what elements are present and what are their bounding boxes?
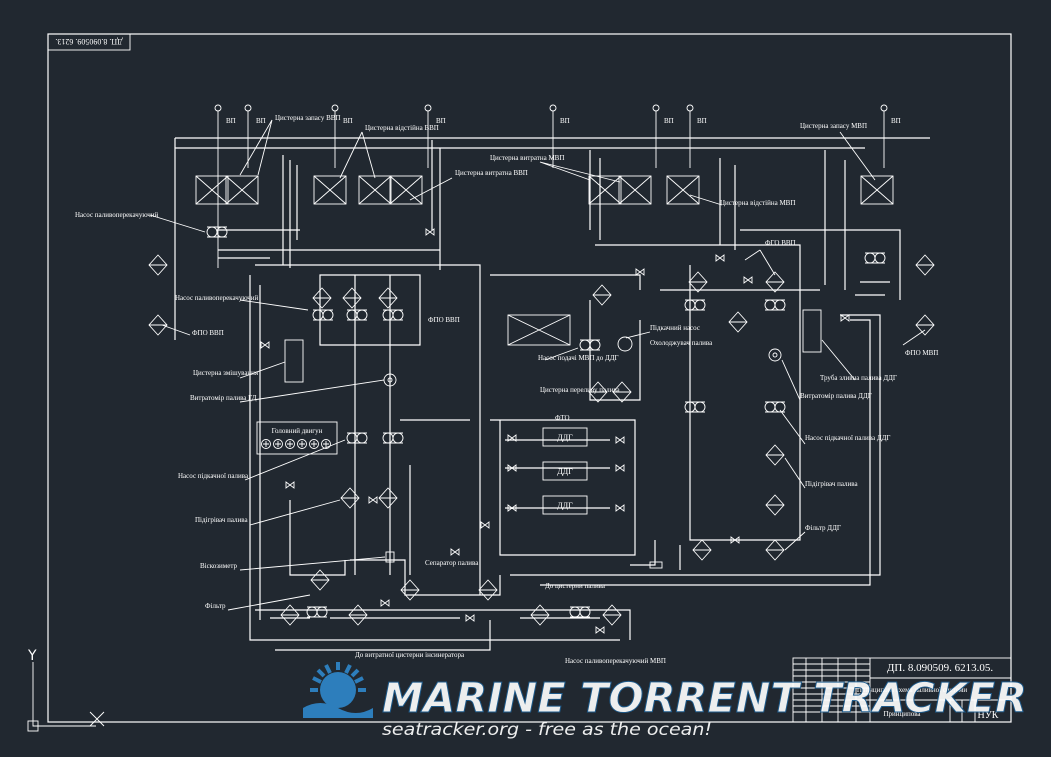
tank-mvp-service <box>588 175 652 205</box>
title-code: ДП. 8.090509. 6213.05. <box>887 662 993 674</box>
label-fpo-vvp: ФПО ВВП <box>192 329 224 337</box>
tank-mvp-settling <box>666 175 700 205</box>
ddg-label: ДДГ <box>557 501 573 510</box>
label-pidkach-nasos: Підкачний насос <box>650 324 700 332</box>
stamp-code: ДП. 8.090509. 6213. <box>55 37 122 46</box>
title-description: Принципова схема паливної системи <box>857 686 967 694</box>
title-sheet: Принципова <box>883 710 921 718</box>
vp-label: ВП <box>891 117 901 125</box>
tank-vvp-storage <box>195 175 259 205</box>
pump-transfer-vvp <box>206 226 228 238</box>
watermark-sun-icon <box>303 662 373 718</box>
label-separator: Сепаратор палива <box>425 559 479 567</box>
label-pidigrivach-2: Підігрівач палива <box>805 480 858 488</box>
label-fpo-vvp-2: ФПО ВВП <box>428 316 460 324</box>
pumps-ddg-feed <box>684 299 786 413</box>
tank-mvp-storage <box>860 175 894 205</box>
watermark-title: MARINE TORRENT TRACKER <box>382 674 1027 722</box>
tank-mixing <box>284 339 304 383</box>
label-viskozymetr: Віскозиметр <box>200 562 237 570</box>
title-org: НУК <box>978 710 999 721</box>
main-engine-label: Головний двигун <box>272 427 323 435</box>
drawing-frame <box>47 33 1012 723</box>
stamp-box <box>47 33 131 51</box>
vp-label: ВП <box>256 117 266 125</box>
ucs-icon: Y <box>27 648 105 732</box>
vent-heads <box>214 104 888 268</box>
ucs-y-label: Y <box>27 648 37 664</box>
vp-label: ВП <box>697 117 707 125</box>
watermark-subtitle: seatracker.org - free as the ocean! <box>382 720 712 740</box>
label-nasos-podachi-mvp: Насос подачі МВП до ДДГ <box>538 354 619 362</box>
ddg-label: ДДГ <box>557 433 573 442</box>
pipe-network <box>174 137 930 651</box>
label-tsyst-zapasu-vvp: Цистерна запасу ВВП <box>275 114 340 122</box>
viscometer <box>385 551 395 563</box>
label-tsyst-vytr-vvp: Цистерна витратна ВВП <box>455 169 528 177</box>
label-nasos-pidkach: Насос підкачної палива <box>178 472 249 480</box>
label-pidigrivach: Підігрівач палива <box>195 516 248 524</box>
pump-transfer-right <box>864 252 886 264</box>
vp-label: ВП <box>436 117 446 125</box>
label-vytratomir-gd: Витратомір палива ГД <box>190 394 257 402</box>
label-nasos-paliv: Насос паливоперекачуючий <box>175 294 259 302</box>
label-filtr-ddg: Фільтр ДДГ <box>805 524 841 532</box>
label-vytratomir-ddg: Витратомір палива ДДГ <box>800 392 872 400</box>
title-block: ДП. 8.090509. 6213.05. Принципова схема … <box>792 657 1012 723</box>
label-nasos-perekach-mvp: Насос паливоперекачуючий МВП <box>565 657 666 665</box>
tank-vvp-settling <box>313 175 392 205</box>
ddg-label: ДДГ <box>557 467 573 476</box>
leader-lines <box>149 119 926 611</box>
vp-label: ВП <box>343 117 353 125</box>
ddg-units <box>542 427 588 515</box>
label-tsyst-vytr-mvp: Цистерна витратна МВП <box>490 154 564 162</box>
cooler <box>617 336 633 352</box>
label-do-vytr-insyn: До витратної цистерни інсинератора <box>355 651 465 659</box>
label-okholodzhuvach: Охолоджувач палива <box>650 339 713 347</box>
label-do-tsyst-palyva: До цистерни палива <box>545 582 606 590</box>
label-nasos-perekach: Насос паливоперекачуючий <box>75 211 159 219</box>
label-fto: ФТО <box>555 414 570 422</box>
label-tsyst-perelyvu: Цистерна переливу палива <box>540 386 621 394</box>
vp-label: ВП <box>664 117 674 125</box>
vp-label: ВП <box>560 117 570 125</box>
watermark: MARINE TORRENT TRACKER seatracker.org - … <box>303 662 1028 740</box>
label-nasos-pidkach-ddg: Насос підкачної палива ДДГ <box>805 434 890 442</box>
flowmeter-ddg <box>768 348 782 362</box>
tank-vvp-service <box>389 175 423 205</box>
tank-overflow <box>507 314 571 346</box>
labels: Цистерна запасу ВВП Цистерна відстійна В… <box>75 114 938 665</box>
label-tsyst-vidst-vvp: Цистерна відстійна ВВП <box>365 124 439 132</box>
main-engine: Головний двигун <box>256 421 338 455</box>
label-fpo-mvp: ФПО МВП <box>905 349 938 357</box>
label-tsyst-zmishuvannia: Цистерна змішування <box>193 369 259 377</box>
label-tsyst-vidst-mvp: Цистерна відстійна МВП <box>720 199 795 207</box>
label-truba-zlyvna: Труба зливна палива ДДГ <box>820 374 897 382</box>
vp-label: ВП <box>226 117 236 125</box>
label-filtr: Фільтр <box>205 602 226 610</box>
label-tsyst-zapasu-mvp: Цистерна запасу МВП <box>800 122 867 130</box>
small-filter-ddg <box>649 561 663 569</box>
drain-pipe-ddg <box>802 309 822 353</box>
label-fgo-vvp: ФГО ВВП <box>765 239 796 247</box>
